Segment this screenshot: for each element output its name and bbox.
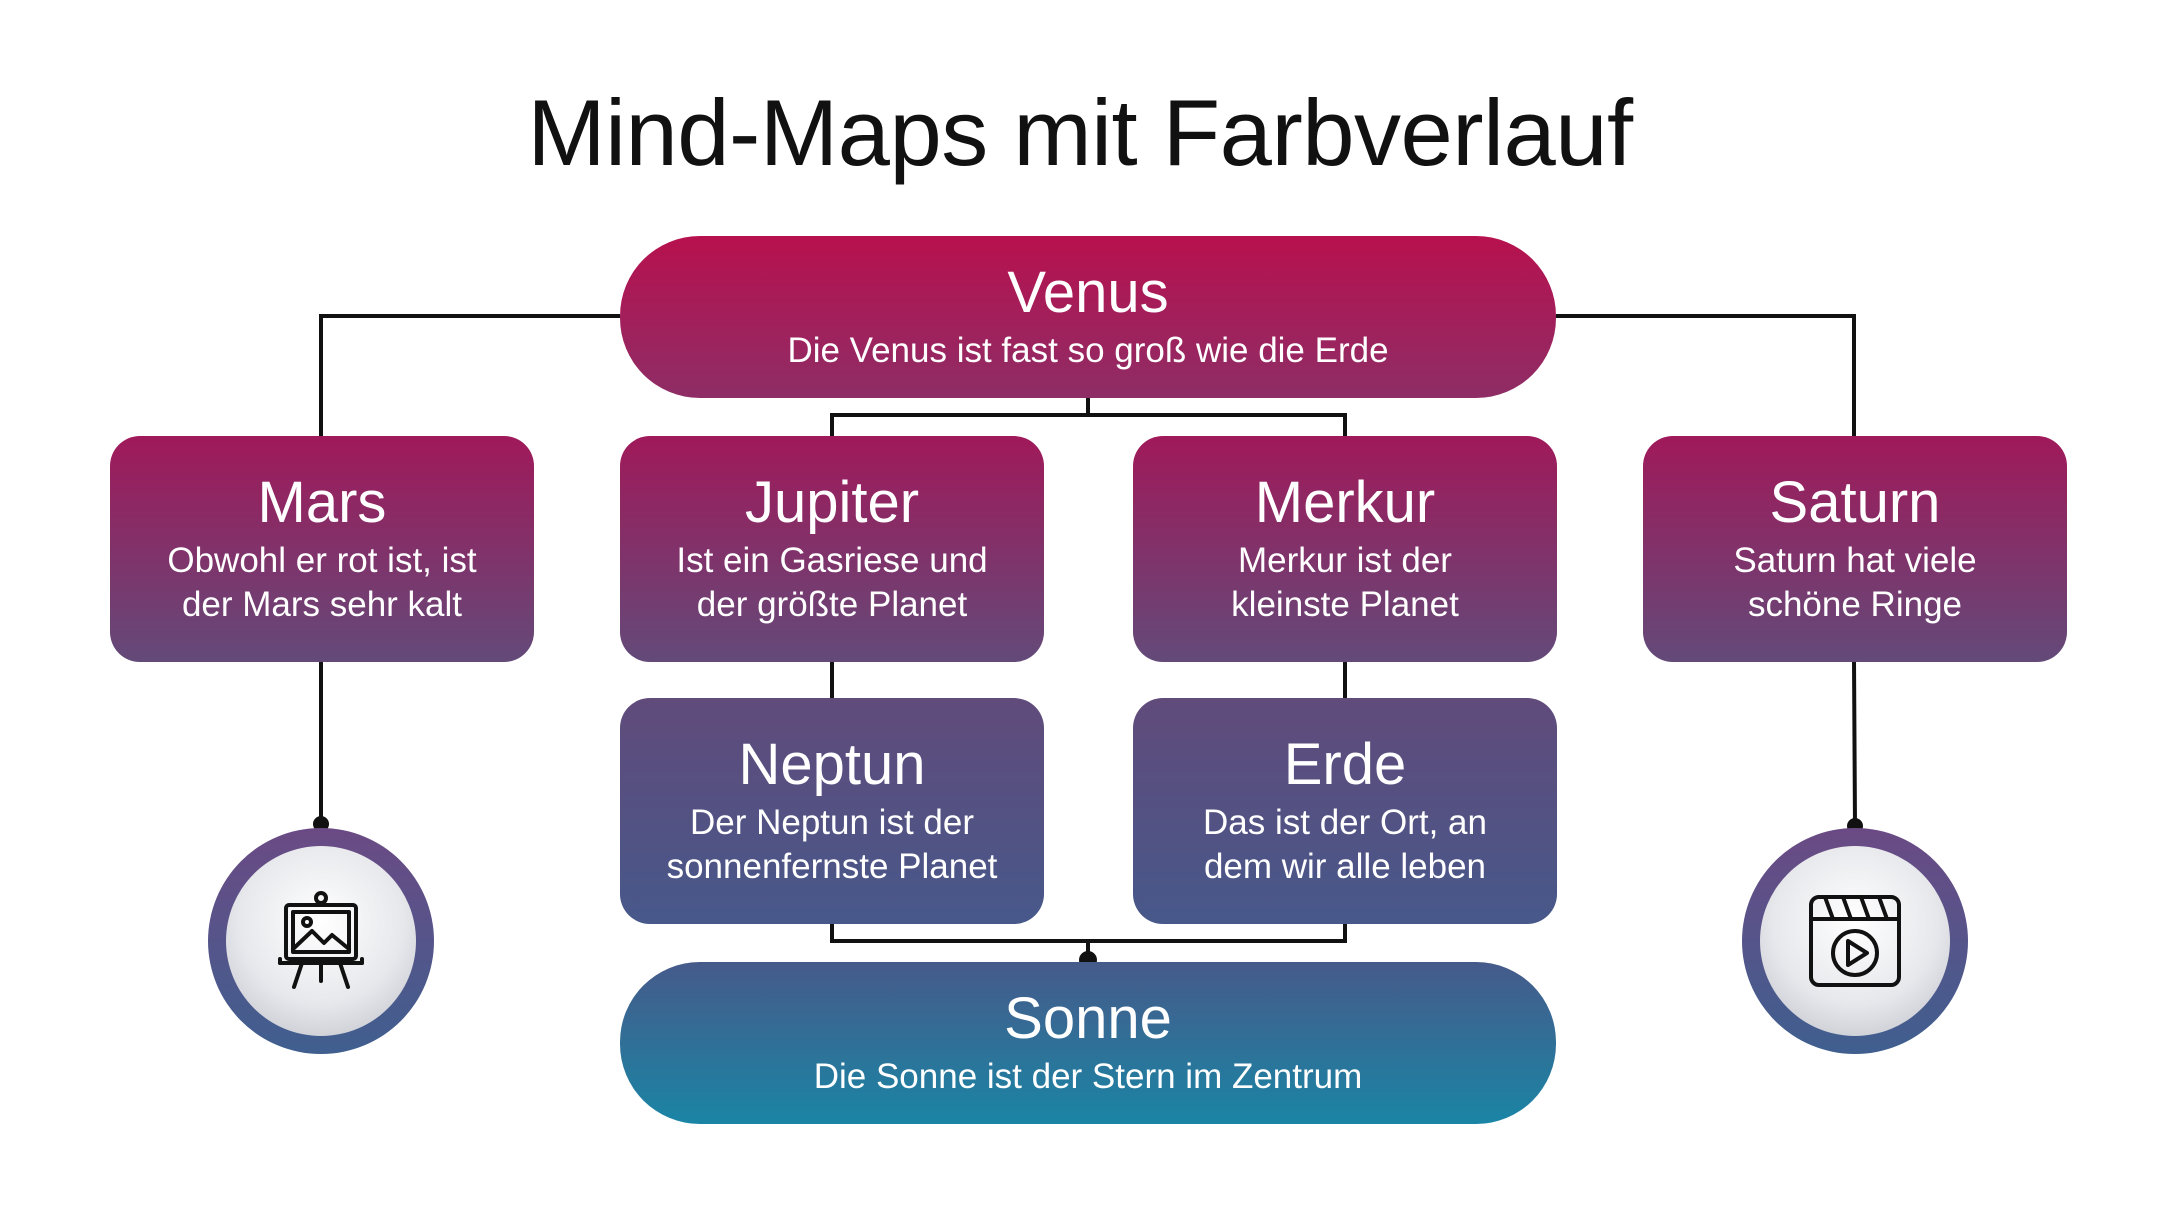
node-erde-name: Erde bbox=[1283, 732, 1407, 798]
node-saturn: Saturn Saturn hat viele schöne Ringe bbox=[1643, 436, 2067, 662]
node-jupiter-name: Jupiter bbox=[744, 470, 920, 536]
node-saturn-name: Saturn bbox=[1769, 470, 1941, 536]
easel-picture-icon bbox=[278, 891, 364, 989]
node-erde-desc: Das ist der Ort, an dem wir alle leben bbox=[1203, 803, 1487, 886]
node-venus: Venus Die Venus ist fast so groß wie die… bbox=[620, 236, 1556, 398]
node-mars: Mars Obwohl er rot ist, ist der Mars seh… bbox=[110, 436, 534, 662]
node-neptun: Neptun Der Neptun ist der sonnenfernste … bbox=[620, 698, 1044, 924]
node-jupiter-desc: Ist ein Gasriese und der größte Planet bbox=[676, 541, 988, 624]
node-sonne-desc: Die Sonne ist der Stern im Zentrum bbox=[813, 1057, 1363, 1097]
node-merkur-name: Merkur bbox=[1254, 470, 1436, 536]
video-clapperboard-icon bbox=[1809, 895, 1901, 987]
node-merkur-desc: Merkur ist der kleinste Planet bbox=[1231, 541, 1459, 624]
node-neptun-desc: Der Neptun ist der sonnenfernste Planet bbox=[666, 803, 998, 886]
node-sonne: Sonne Die Sonne ist der Stern im Zentrum bbox=[620, 962, 1556, 1124]
node-jupiter: Jupiter Ist ein Gasriese und der größte … bbox=[620, 436, 1044, 662]
node-merkur: Merkur Merkur ist der kleinste Planet bbox=[1133, 436, 1557, 662]
circle-badge-right bbox=[1742, 828, 1968, 1054]
circle-badge-left bbox=[208, 828, 434, 1054]
node-sonne-name: Sonne bbox=[1004, 986, 1172, 1052]
node-saturn-desc: Saturn hat viele schöne Ringe bbox=[1733, 541, 1977, 624]
node-mars-name: Mars bbox=[257, 470, 387, 536]
node-neptun-name: Neptun bbox=[738, 732, 926, 798]
node-mars-desc: Obwohl er rot ist, ist der Mars sehr kal… bbox=[167, 541, 477, 624]
node-erde: Erde Das ist der Ort, an dem wir alle le… bbox=[1133, 698, 1557, 924]
page-title: Mind-Maps mit Farbverlauf bbox=[527, 80, 1633, 185]
node-venus-desc: Die Venus ist fast so groß wie die Erde bbox=[787, 331, 1389, 371]
node-venus-name: Venus bbox=[1007, 260, 1169, 326]
